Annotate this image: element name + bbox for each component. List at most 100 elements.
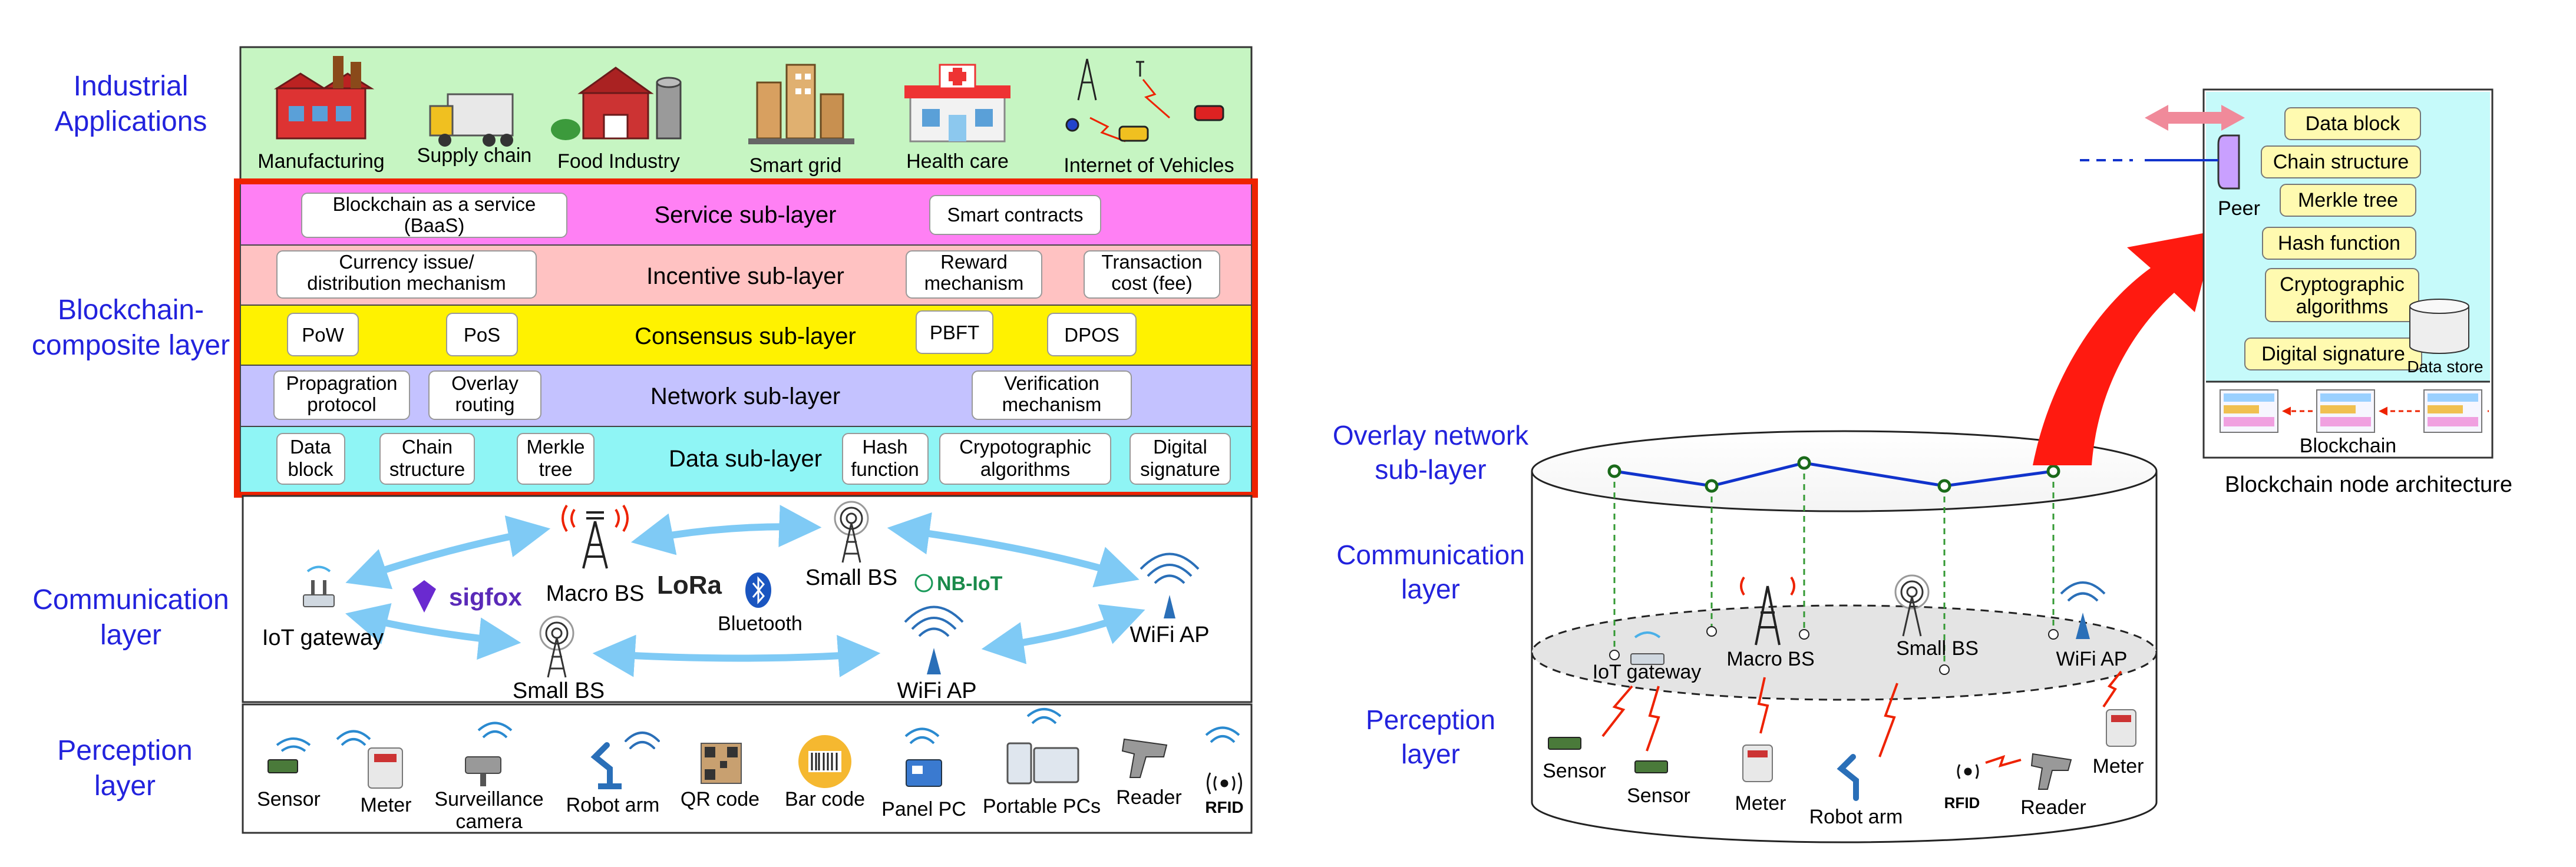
wifi-ap-right-icon	[1140, 552, 1200, 618]
mini-block-3	[2423, 389, 2482, 433]
lora-logo: LoRa	[657, 571, 722, 600]
svg-text:Chain structure: Chain structure	[2273, 151, 2409, 173]
qr-code-icon	[701, 743, 742, 784]
factory-icon	[273, 56, 375, 140]
small-bs-bottom-icon	[539, 615, 574, 678]
farm-icon	[551, 67, 682, 140]
sigfox-logo: sigfox	[412, 580, 522, 613]
perception-device-icons	[267, 708, 1242, 795]
cylinder-meter-2-icon	[2106, 709, 2136, 747]
macro-bs-label: Macro BS	[546, 581, 645, 606]
device-label-meter: Meter	[361, 794, 412, 816]
svg-text:Merkle tree: Merkle tree	[2298, 189, 2398, 211]
cyl-label-iot-gateway: IoT gateway	[1593, 661, 1702, 683]
communication-plane	[1531, 604, 2158, 701]
device-label-portable-pcs: Portable PCs	[983, 795, 1101, 818]
svg-text:Blockchain as a service(BaaS): Blockchain as a service(BaaS)	[333, 193, 536, 236]
network-cylinder	[1531, 430, 2158, 843]
internet-of-vehicles-icon	[1065, 58, 1224, 143]
perception-layer-panel	[242, 703, 1253, 834]
device-label-reader: Reader	[1116, 786, 1182, 809]
svg-text:Currency issue/distribution me: Currency issue/distribution mechanism	[307, 251, 506, 294]
sublayer-titles: Service sub-layer Incentive sub-layer Co…	[635, 202, 856, 472]
small-bs-top-label: Small BS	[805, 565, 897, 590]
sensor-icon	[267, 737, 311, 773]
industrial-app-labels: Manufacturing Supply chain Food Industry…	[257, 144, 1234, 177]
app-label-manufacturing: Manufacturing	[257, 150, 384, 173]
panel-pc-icon	[904, 727, 942, 787]
wifi-ap-right-label: WiFi AP	[1130, 623, 1209, 647]
cyl-label-reader: Reader	[2020, 796, 2086, 819]
small-bs-top-icon	[834, 501, 869, 563]
cylinder-sensor-2-icon	[1634, 760, 1668, 773]
cyl-label-robot-arm: Robot arm	[1809, 806, 1903, 828]
cyl-label-sensor-1: Sensor	[1543, 760, 1606, 782]
peer-icon	[2217, 134, 2240, 190]
device-label-sensor: Sensor	[257, 788, 321, 810]
portable-pcs-icon	[1006, 708, 1079, 785]
rfid-icon	[1207, 772, 1242, 795]
cylinder-rfid-icon	[1957, 764, 1979, 779]
svg-text:PoS: PoS	[464, 324, 500, 346]
smart-grid-icon	[748, 64, 854, 144]
mini-block-1	[2220, 389, 2278, 433]
data-store-label: Data store	[2407, 358, 2483, 376]
node-item-data-block: Data block	[2284, 107, 2421, 140]
cylinder-sensor-1-icon	[1548, 737, 1581, 750]
cylinder-robot-arm-icon	[1837, 754, 1859, 801]
cylinder-reader-icon	[2030, 753, 2072, 790]
cyl-label-sensor-2: Sensor	[1627, 785, 1690, 807]
blockchain-layer-highlight-frame	[234, 178, 1258, 498]
cylinder-wifi-ap-icon	[2060, 581, 2106, 639]
cyl-label-rfid: RFID	[1944, 794, 1980, 812]
device-label-robot-arm: Robot arm	[566, 794, 660, 816]
iot-gateway-icon	[303, 565, 335, 607]
item-smart-contracts: Smart contracts	[929, 195, 1101, 235]
app-label-internet-of-vehicles: Internet of Vehicles	[1064, 154, 1234, 177]
wifi-ap-bottom-label: WiFi AP	[897, 679, 976, 703]
cylinder-top	[1531, 430, 2158, 512]
communication-links	[345, 505, 1145, 677]
cyl-label-macro-bs: Macro BS	[1726, 648, 1814, 670]
device-label-bar-code: Bar code	[785, 788, 865, 810]
item-pbft: PBFT	[916, 310, 993, 354]
overlay-network	[1607, 456, 2060, 675]
bar-code-icon	[798, 735, 851, 788]
mini-block-2	[2316, 389, 2375, 433]
svg-text:PoW: PoW	[302, 324, 344, 346]
node-items: Data block Chain structure Merkle tree H…	[2244, 107, 2422, 370]
industrial-applications-panel	[239, 46, 1253, 184]
sublayer-items: Blockchain as a service(BaaS) Smart cont…	[273, 193, 1231, 485]
iot-gateway-label: IoT gateway	[262, 626, 384, 650]
bidirectional-peer-arrow	[2145, 105, 2245, 131]
data-sub-layer-title: Data sub-layer	[669, 446, 822, 472]
svg-text:PBFT: PBFT	[930, 322, 979, 343]
item-pos: PoS	[446, 313, 518, 356]
svg-text:LoRa: LoRa	[657, 571, 722, 600]
cyl-label-meter-1: Meter	[1735, 792, 1786, 815]
cylinder-macro-bs-icon	[1740, 576, 1795, 646]
item-pow: PoW	[287, 313, 359, 356]
